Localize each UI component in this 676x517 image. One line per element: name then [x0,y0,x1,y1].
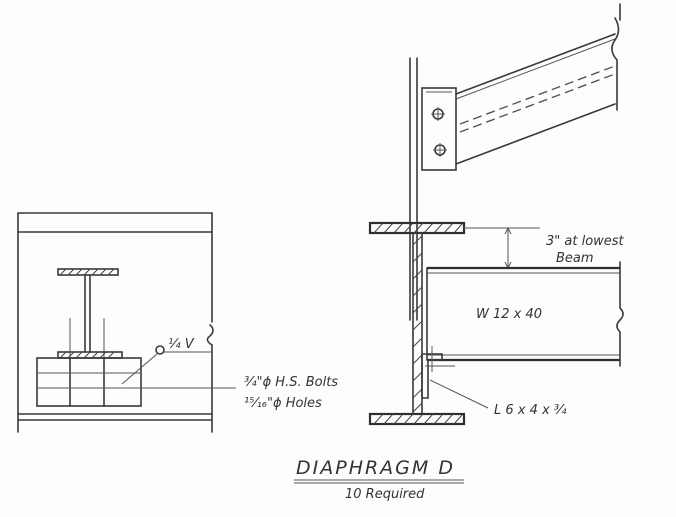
beam-size-label: W 12 x 40 [476,307,542,322]
right-elevation-view [368,221,624,426]
weld-mark-label: ¼ V [168,337,195,352]
diagram-subtitle: 10 Required [345,487,425,502]
bolt-symbol-upper [431,107,445,121]
angle-label: L 6 x 4 x ¾ [494,403,567,418]
left-section-view [17,212,214,433]
diagram-title: DIAPHRAGM D [296,457,455,479]
dim-note-line1: 3" at lowest [546,234,625,249]
top-beam-view [409,3,621,321]
bolts-label: ¾"ϕ H.S. Bolts [244,375,338,390]
holes-label: ¹⁵⁄₁₆"ϕ Holes [244,396,322,411]
dim-note-line2: Beam [556,251,594,266]
bolt-symbol-lower [433,143,447,157]
